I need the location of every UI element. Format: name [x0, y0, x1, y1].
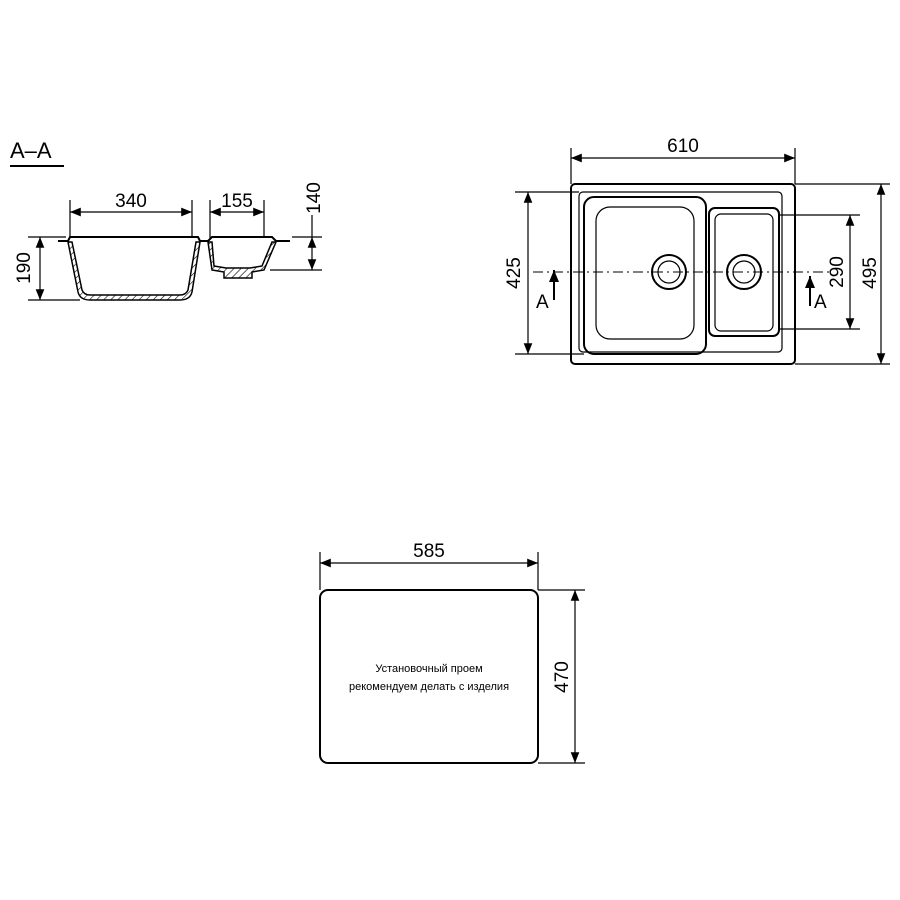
dim-190-label: 190 [14, 252, 35, 284]
cutout-note-line1: Установочный проем [375, 663, 482, 675]
section-label: A–A [10, 138, 52, 163]
dim-155-label: 155 [221, 191, 253, 212]
cutout-view: Установочный проем рекомендуем делать с … [319, 541, 585, 764]
section-arrow-head [549, 270, 559, 282]
section-arrow-head [805, 276, 815, 288]
cutout-note-line2: рекомендуем делать с изделия [349, 681, 509, 693]
small-bowl [714, 213, 774, 332]
cutout-outline [319, 589, 539, 764]
main-bowl-drain-outer [651, 254, 687, 290]
main-bowl-rim [583, 196, 707, 355]
dim-425-label: 425 [504, 257, 525, 289]
dim-470-label: 470 [552, 661, 573, 693]
section-rim [58, 236, 290, 242]
dim-140-label: 140 [304, 182, 325, 214]
dim-340-label: 340 [115, 191, 147, 212]
main-bowl [595, 206, 695, 340]
main-bowl-section [67, 241, 201, 301]
top-view: A A 610 425 290 495 [504, 136, 890, 365]
small-bowl-section [207, 241, 278, 279]
section-mark-right: A [814, 292, 827, 313]
sink-outline [570, 183, 796, 365]
section-view: A–A 340 155 190 140 [10, 138, 325, 301]
dim-585-label: 585 [413, 541, 445, 562]
dim-610-label: 610 [667, 136, 699, 157]
section-mark-left: A [536, 292, 549, 313]
dim-495-label: 495 [860, 257, 881, 289]
dim-290-label: 290 [827, 256, 848, 288]
